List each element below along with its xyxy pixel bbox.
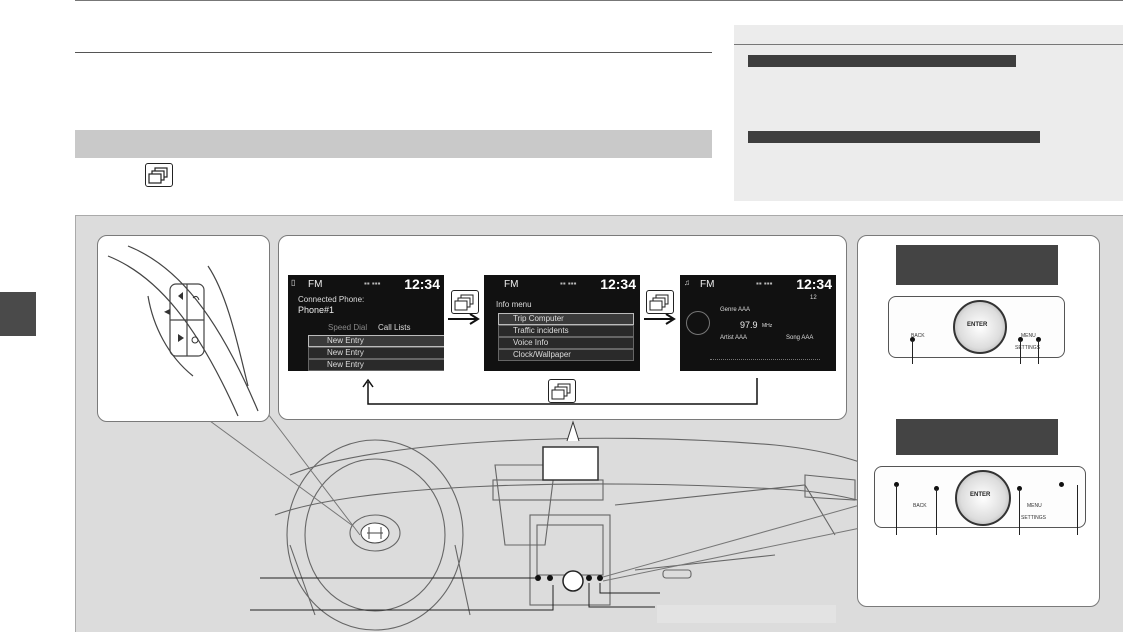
display-button-icon	[145, 163, 173, 187]
status-icons: ▪▪ ▪▪▪	[756, 279, 773, 288]
header-rule	[75, 52, 712, 53]
callout-dot	[1059, 482, 1064, 487]
status-icons: ▪▪ ▪▪▪	[364, 279, 381, 288]
list-item[interactable]: New Entry	[308, 347, 444, 359]
callout-line	[1077, 485, 1078, 535]
callout-dot	[1017, 486, 1022, 491]
selector-knob[interactable]	[955, 470, 1011, 526]
note-box	[734, 25, 1123, 201]
phone-name: Phone#1	[298, 305, 335, 315]
menu-label: MENU	[1021, 333, 1036, 339]
selector-knob[interactable]	[953, 300, 1007, 354]
band-label: FM	[504, 279, 519, 290]
tab-call-lists[interactable]: Call Lists	[378, 323, 411, 332]
arrow-right-1	[448, 313, 480, 325]
back-label: BACK	[913, 503, 927, 509]
phone-screen: ▯ FM ▪▪ ▪▪▪ 12:34 Connected Phone: Phone…	[288, 275, 444, 371]
status-icons: ▪▪ ▪▪▪	[560, 279, 577, 288]
top-rule	[75, 0, 1123, 1]
radio-icon	[686, 311, 710, 335]
callout-dot	[934, 486, 939, 491]
callout-dot	[910, 337, 915, 342]
model-label-bar-2	[896, 419, 1058, 455]
info-menu-title: Info menu	[496, 300, 532, 309]
note-heading-bar-2	[748, 131, 1040, 143]
song-label: Song AAA	[786, 335, 814, 341]
preset-number: 12	[810, 295, 817, 301]
list-item[interactable]: New Entry	[308, 359, 444, 371]
info-item-voice[interactable]: Voice Info	[498, 337, 634, 349]
frequency: 97.9	[740, 320, 758, 330]
frequency-unit: MHz	[762, 323, 773, 329]
dashboard-illustration	[194, 409, 926, 631]
back-label: BACK	[911, 333, 925, 339]
band-label: FM	[308, 279, 323, 290]
svg-text:◀: ◀	[164, 307, 171, 316]
note-heading-bar-1	[748, 55, 1016, 67]
artist-label: Artist AAA	[720, 335, 748, 341]
callout-label-bar	[657, 605, 836, 623]
audio-control-unit-1: ENTER BACK MENU SETTINGS	[888, 296, 1065, 358]
display-button-icon	[548, 379, 576, 403]
callout-dot	[1036, 337, 1041, 342]
display-button-icon	[646, 290, 674, 314]
audio-screen: ♫ FM ▪▪ ▪▪▪ 12:34 12 Genre AAA 97.9 MHz …	[680, 275, 836, 371]
clock: 12:34	[404, 276, 440, 292]
tab-speed-dial[interactable]: Speed Dial	[328, 323, 368, 332]
clock: 12:34	[796, 276, 832, 292]
steering-switch-illustration: ◀	[107, 245, 259, 417]
info-item-trip-computer[interactable]: Trip Computer	[498, 313, 634, 325]
info-screen: FM ▪▪ ▪▪▪ 12:34 Info menu Trip Computer …	[484, 275, 640, 371]
info-item-clock[interactable]: Clock/Wallpaper	[498, 349, 634, 361]
info-item-traffic[interactable]: Traffic incidents	[498, 325, 634, 337]
callout-line	[1019, 489, 1020, 535]
settings-label: SETTINGS	[1015, 345, 1041, 351]
callout-dot	[894, 482, 899, 487]
music-note-icon: ♫	[684, 278, 690, 287]
steering-switch-panel: ◀	[97, 235, 270, 422]
callout-dot	[1018, 337, 1023, 342]
genre-label: Genre AAA	[720, 307, 751, 313]
callout-line	[912, 340, 913, 364]
model-label-bar-1	[896, 245, 1058, 285]
enter-label: ENTER	[967, 322, 988, 328]
chapter-tab	[0, 292, 36, 336]
section-heading-bar	[75, 130, 712, 158]
settings-label: SETTINGS	[1021, 515, 1047, 521]
note-rule	[734, 44, 1123, 45]
list-item[interactable]: New Entry	[308, 335, 444, 347]
callout-line	[1020, 340, 1021, 364]
band-label: FM	[700, 279, 715, 290]
audio-control-unit-2: ENTER BACK MENU SETTINGS	[874, 466, 1086, 528]
tuning-scale	[710, 359, 820, 364]
enter-label: ENTER	[970, 492, 991, 498]
display-button-icon	[451, 290, 479, 314]
arrow-right-2	[644, 313, 676, 325]
menu-label: MENU	[1027, 503, 1042, 509]
callout-line	[896, 485, 897, 535]
return-arrow	[362, 378, 758, 405]
phone-icon: ▯	[291, 278, 296, 287]
clock: 12:34	[600, 276, 636, 292]
callout-line	[936, 489, 937, 535]
connected-phone-label: Connected Phone:	[298, 295, 365, 304]
callout-line	[1038, 340, 1039, 364]
